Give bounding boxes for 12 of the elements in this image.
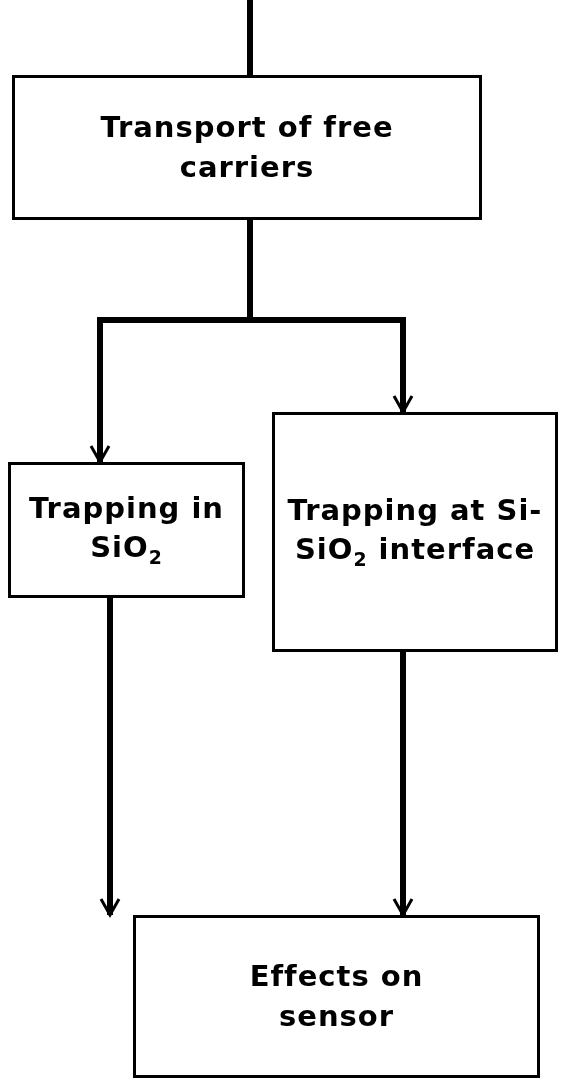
box-label: Trapping at Si-SiO$_{2}$ interface xyxy=(286,492,544,573)
box-label: Transport of free carriers xyxy=(99,109,395,186)
arrow xyxy=(392,652,414,917)
process-box xyxy=(8,462,245,598)
box-label: Effects on sensor xyxy=(248,958,425,1035)
connector-line xyxy=(247,0,253,75)
box-label: Trapping in SiO$_{2}$ xyxy=(28,490,225,571)
process-box xyxy=(12,75,482,220)
process-box xyxy=(133,915,540,1078)
process-box xyxy=(272,412,558,652)
arrow xyxy=(99,598,121,917)
arrow xyxy=(247,220,414,414)
